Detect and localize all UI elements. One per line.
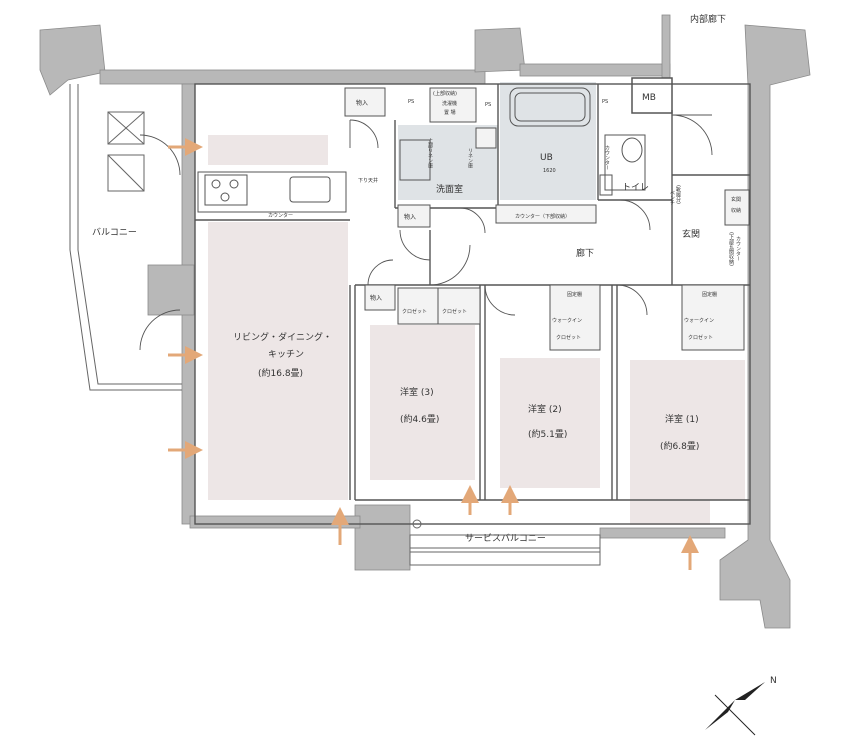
label-counter-lower: カウンター（下部収納） <box>515 213 570 220</box>
label-ldk-size: (約16.8畳) <box>258 367 303 379</box>
closets <box>344 87 750 351</box>
label-ub-size: 1620 <box>543 168 556 174</box>
label-ps-3: PS <box>602 99 608 105</box>
label-walkin-2b: クロゼット <box>688 334 713 341</box>
label-room1-size: (約6.8畳) <box>660 440 699 452</box>
label-ps-2: PS <box>485 102 491 108</box>
label-inner-corridor: 内部廊下 <box>690 13 726 25</box>
ventilation-arrows <box>168 138 699 570</box>
label-ub: UB <box>540 153 553 163</box>
label-storage-3: 物入 <box>370 294 382 302</box>
room1-floor <box>630 360 745 525</box>
label-upper-storage: (上部収納) <box>433 90 457 97</box>
label-walkin-1b: クロゼット <box>556 334 581 341</box>
label-fixed-shelf-2: 固定棚 <box>702 291 717 298</box>
label-bench-2: (靴履分) <box>675 185 681 204</box>
label-upper-linen: 上部リネン庫 <box>427 137 433 169</box>
label-mb: MB <box>642 93 656 103</box>
label-hallway: 廊下 <box>576 247 594 259</box>
label-balcony: バルコニー <box>92 227 137 238</box>
ldk-floor <box>208 222 348 500</box>
label-walkin-2: ウォークイン <box>684 317 714 324</box>
label-room3: 洋室 (3) <box>400 386 434 398</box>
label-washroom: 洗面室 <box>436 183 463 195</box>
label-closet-1: クロゼット <box>402 308 427 315</box>
label-ps-1: PS <box>408 99 414 105</box>
label-washer: 洗濯機 <box>442 100 457 107</box>
label-walkin-1: ウォークイン <box>552 317 582 324</box>
kitchen <box>197 171 347 213</box>
label-bench: ベンチ <box>669 190 675 205</box>
label-toilet: トイレ <box>622 183 649 193</box>
label-storage-1: 物入 <box>356 99 368 107</box>
label-storage-2: 物入 <box>404 213 416 221</box>
label-entrance: 玄関 <box>682 228 700 240</box>
room3-floor <box>370 325 475 480</box>
room2-floor <box>500 358 600 488</box>
label-ldk-2: キッチン <box>268 349 304 360</box>
label-counter-v: カウンター <box>604 145 610 170</box>
door-swings <box>139 114 713 351</box>
label-lowered-ceiling: 下り天井 <box>358 177 378 184</box>
label-linen: リネン庫 <box>467 148 473 169</box>
labels: 内部廊下 MB バルコニー サービスバルコニー リビング・ダイニング・ キッチン… <box>92 13 777 686</box>
label-room2-size: (約5.1畳) <box>528 428 567 440</box>
label-counter-entrance: カウンター <box>735 236 741 261</box>
label-ldk: リビング・ダイニング・ <box>233 331 332 343</box>
label-entrance-storage-2: 収納 <box>731 207 741 214</box>
label-room2: 洋室 (2) <box>528 403 562 415</box>
compass <box>705 682 765 736</box>
label-entrance-storage: 玄関 <box>731 196 741 203</box>
label-counter: カウンター <box>268 212 293 219</box>
label-washer-2: 置 場 <box>444 109 456 116</box>
label-service-balcony: サービスバルコニー <box>465 533 546 544</box>
balcony-outline <box>69 84 601 566</box>
label-closet-2: クロゼット <box>442 308 467 315</box>
label-north: N <box>770 676 777 686</box>
label-room3-size: (約4.6畳) <box>400 413 439 425</box>
fixtures <box>399 87 646 196</box>
label-room1: 洋室 (1) <box>665 413 699 425</box>
label-fixed-shelf-1: 固定棚 <box>567 291 582 298</box>
ub-floor <box>500 82 596 200</box>
label-counter-entrance-2: (下部玄関収納) <box>728 232 734 266</box>
